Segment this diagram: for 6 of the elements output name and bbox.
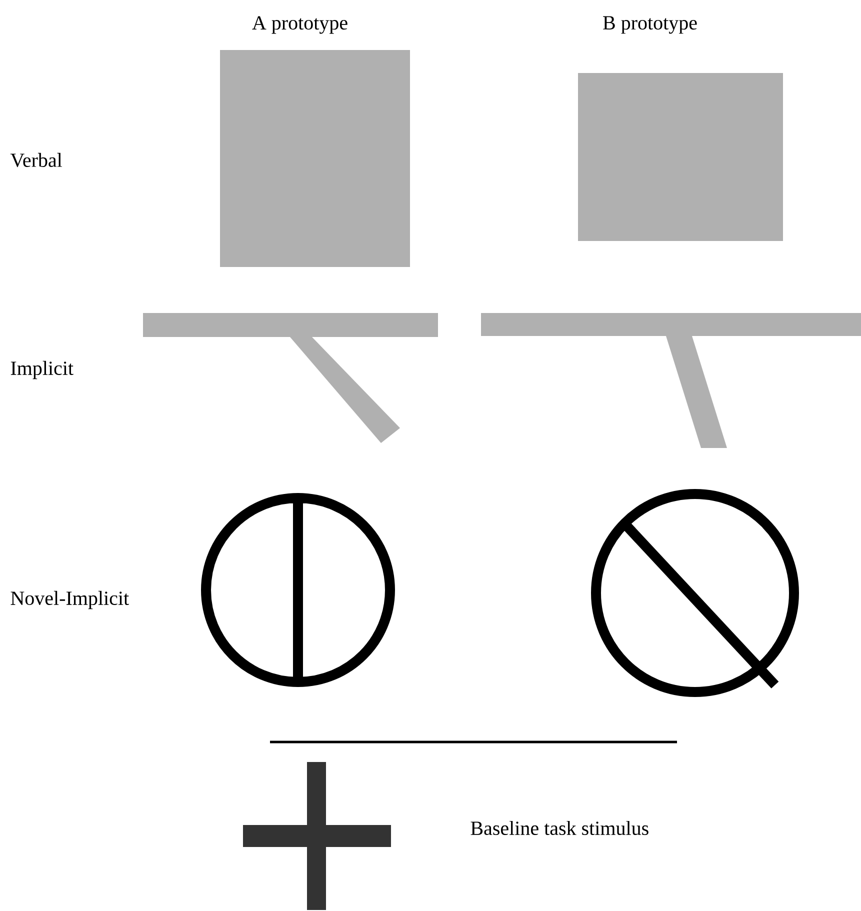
row-label: Implicit [10, 360, 74, 380]
row-label: B prototype [603, 16, 697, 34]
row-label: A prototype [252, 16, 348, 34]
row-label: Verbal [10, 152, 62, 168]
row-label: Baseline task stimulus [470, 820, 648, 836]
row-label: Novel-Implicit [10, 590, 129, 610]
